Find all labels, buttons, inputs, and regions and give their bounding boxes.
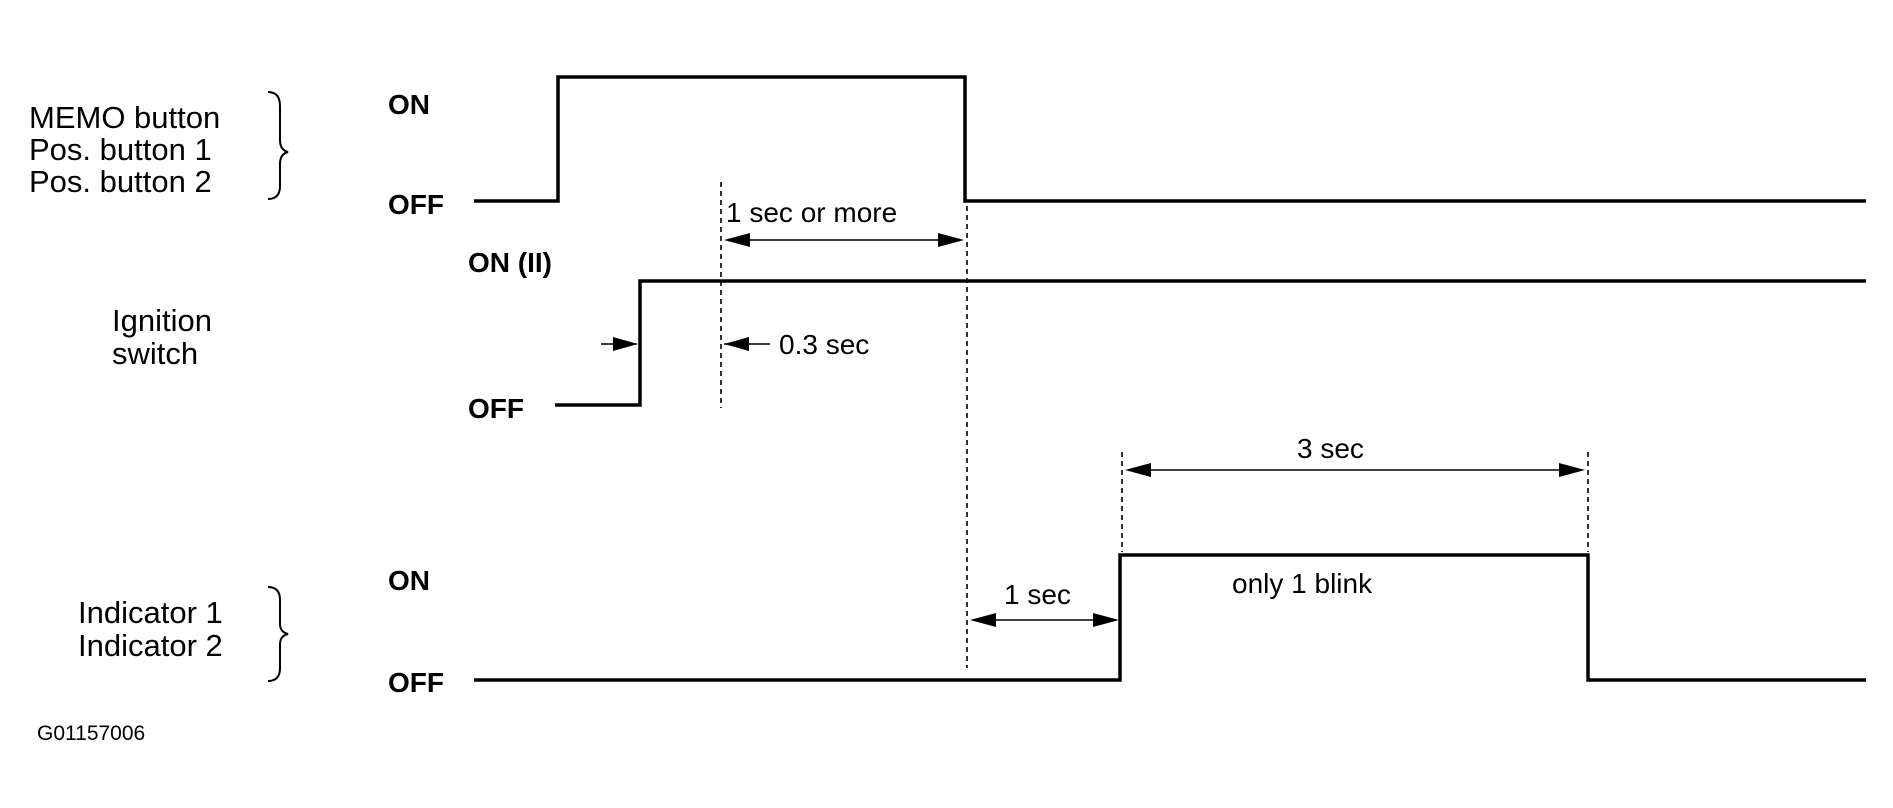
duration-text: 3 sec (1297, 433, 1364, 464)
ignition-label: Ignition switch (112, 303, 212, 371)
ignition-off-level: OFF (468, 393, 524, 424)
hold-time-text: 1 sec or more (726, 197, 897, 228)
ignition-label-line2: switch (112, 336, 198, 371)
indicator-on-level: ON (388, 565, 430, 596)
indicator-group-label: Indicator 1 Indicator 2 (78, 595, 223, 663)
ignition-label-line1: Ignition (112, 303, 212, 338)
delay-dimension: 0.3 sec (601, 329, 869, 360)
indicator-1-label: Indicator 1 (78, 595, 223, 630)
indicator-group-brace (267, 586, 289, 682)
memo-waveform (474, 75, 1866, 203)
wait-text: 1 sec (1004, 579, 1071, 610)
indicator-off-level: OFF (388, 667, 444, 698)
pos-button-1-label: Pos. button 1 (29, 132, 212, 167)
blink-note: only 1 blink (1232, 568, 1373, 599)
wait-dimension: 1 sec (970, 579, 1119, 627)
delay-text: 0.3 sec (779, 329, 869, 360)
memo-group-label: MEMO button Pos. button 1 Pos. button 2 (29, 100, 220, 199)
memo-button-label: MEMO button (29, 100, 220, 135)
ignition-waveform (555, 279, 1866, 407)
memo-on-level: ON (388, 89, 430, 120)
indicator-waveform (474, 553, 1866, 682)
memo-off-level: OFF (388, 189, 444, 220)
pos-button-2-label: Pos. button 2 (29, 164, 212, 199)
ignition-on-level: ON (II) (468, 247, 552, 278)
hold-time-dimension: 1 sec or more (724, 197, 964, 247)
figure-code: G01157006 (37, 722, 145, 745)
indicator-2-label: Indicator 2 (78, 628, 223, 663)
memo-group-brace (267, 91, 289, 200)
duration-dimension: 3 sec (1125, 433, 1585, 477)
